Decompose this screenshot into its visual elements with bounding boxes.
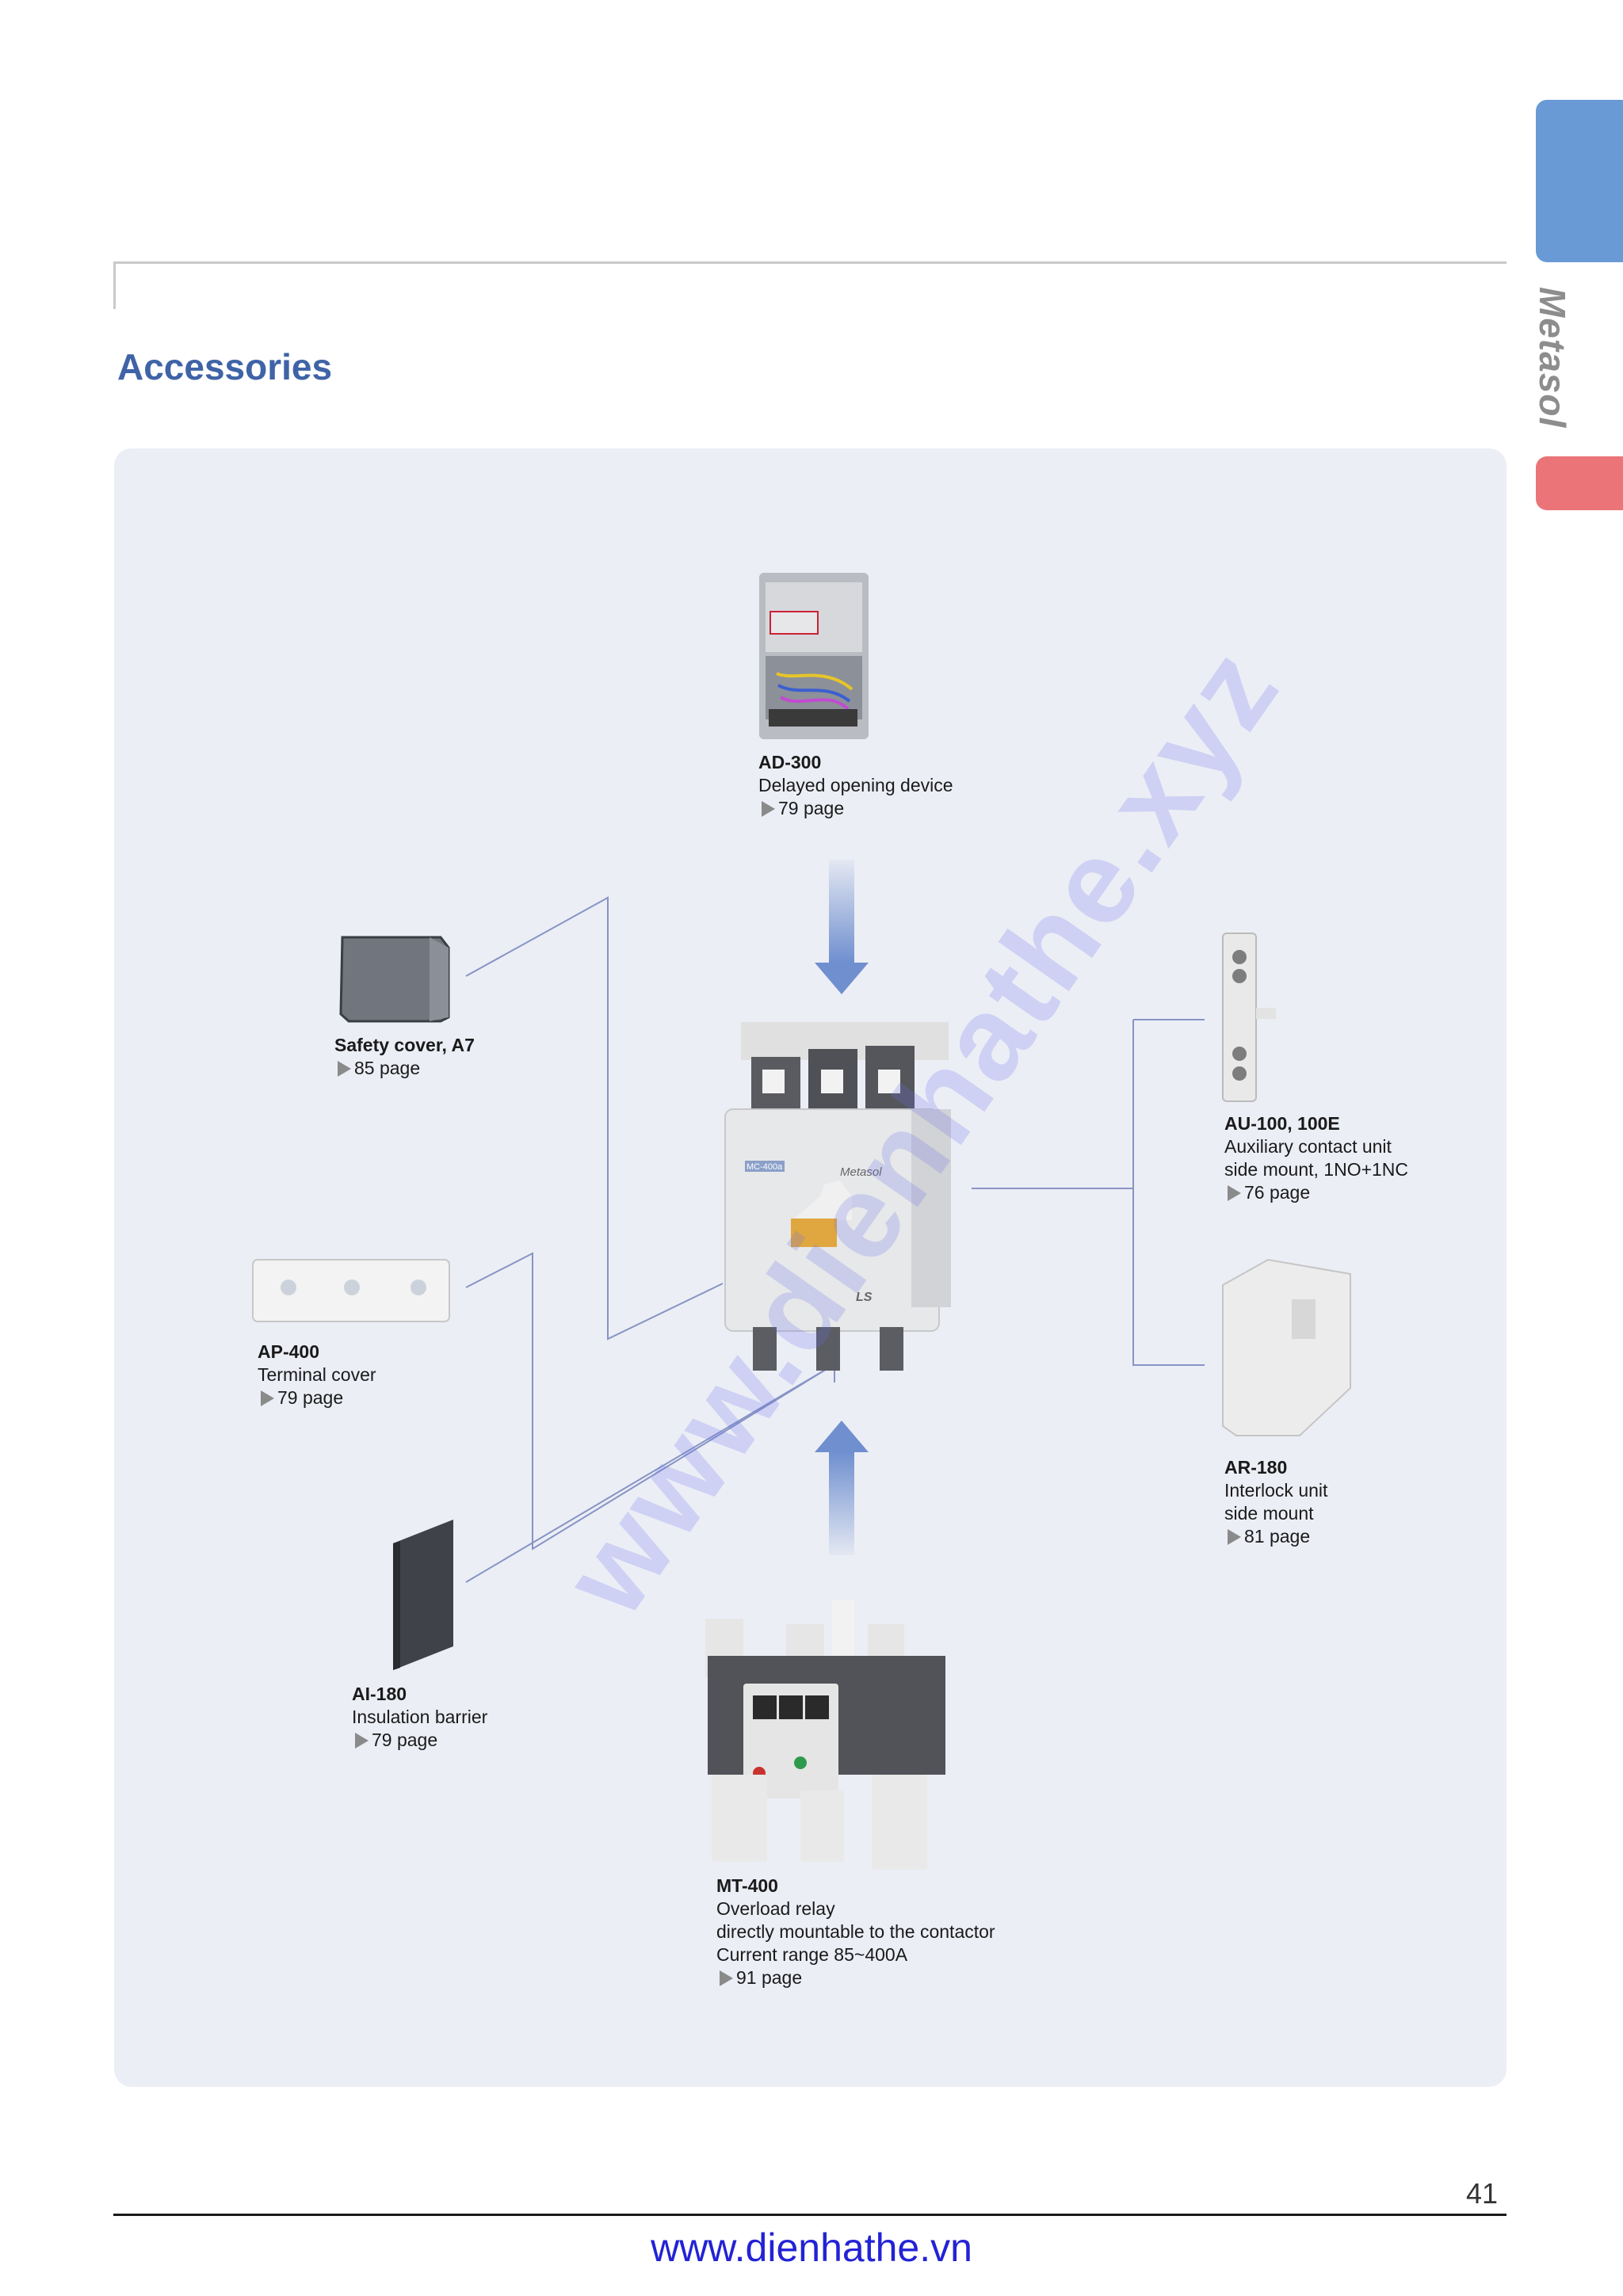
arrow-down-icon <box>815 860 869 994</box>
mt-400-desc-3: Current range 85~400A <box>716 1944 908 1965</box>
mt-400-desc-1: Overload relay <box>716 1898 835 1919</box>
ar-180-desc-2: side mount <box>1224 1503 1314 1524</box>
ap-400-label: AP-400 Terminal cover 79 page <box>258 1341 376 1409</box>
mt-400-desc-2: directly mountable to the contactor <box>716 1921 995 1942</box>
contactor-model-plate: MC-400a <box>747 1162 783 1172</box>
header-rule-tick <box>113 261 116 309</box>
side-tab-red <box>1536 456 1623 510</box>
page-arrow-icon <box>1228 1184 1241 1201</box>
ai-180-desc: Insulation barrier <box>352 1707 488 1727</box>
side-tab-blue <box>1536 100 1623 262</box>
ar-180-model: AR-180 <box>1224 1457 1288 1478</box>
ap-400-model: AP-400 <box>258 1341 319 1362</box>
ar-180-interlock-image <box>1222 1258 1351 1436</box>
ar-180-desc-1: Interlock unit <box>1224 1480 1328 1501</box>
page-ref-text: 79 page <box>277 1387 344 1408</box>
page-arrow-icon <box>1228 1528 1241 1545</box>
ad-300-page-ref[interactable]: 79 page <box>758 797 953 820</box>
ap-400-page-ref[interactable]: 79 page <box>258 1386 376 1409</box>
safety-cover-model: Safety cover, A7 <box>334 1035 475 1055</box>
ad-300-device-image <box>759 573 869 739</box>
ai-180-page-ref[interactable]: 79 page <box>352 1729 487 1752</box>
au-100-model: AU-100, 100E <box>1224 1113 1340 1134</box>
ar-180-label: AR-180 Interlock unit side mount 81 page <box>1224 1456 1327 1548</box>
section-title: Accessories <box>117 346 333 387</box>
footer-rule <box>113 2214 1507 2216</box>
au-100-aux-contact-image <box>1222 933 1276 1102</box>
page-arrow-icon <box>261 1390 274 1406</box>
arrow-up-icon <box>815 1421 869 1555</box>
au-100-desc-1: Auxiliary contact unit <box>1224 1136 1392 1157</box>
ai-180-label: AI-180 Insulation barrier 79 page <box>352 1683 487 1752</box>
contactor-image: Metasol MC-400a LS <box>724 1022 951 1371</box>
au-100-desc-2: side mount, 1NO+1NC <box>1224 1159 1409 1180</box>
header-rule <box>113 261 1507 264</box>
ad-300-label: AD-300 Delayed opening device 79 page <box>758 751 953 820</box>
ai-180-model: AI-180 <box>352 1684 407 1704</box>
ap-400-terminal-cover-image <box>252 1259 450 1322</box>
ar-180-page-ref[interactable]: 81 page <box>1224 1525 1327 1548</box>
safety-cover-image <box>339 936 450 1023</box>
page-arrow-icon <box>762 800 775 817</box>
footer-url-link[interactable]: www.dienhathe.vn <box>651 2225 972 2270</box>
au-100-page-ref[interactable]: 76 page <box>1224 1181 1408 1204</box>
ls-logo: LS <box>856 1291 873 1304</box>
mt-400-label: MT-400 Overload relay directly mountable… <box>716 1875 995 1989</box>
ad-300-model: AD-300 <box>758 752 822 772</box>
contactor-brand-text: Metasol <box>840 1165 882 1179</box>
page-ref-text: 85 page <box>354 1058 421 1078</box>
au-100-label: AU-100, 100E Auxiliary contact unit side… <box>1224 1112 1408 1204</box>
safety-cover-page-ref[interactable]: 85 page <box>334 1057 475 1080</box>
page-ref-text: 81 page <box>1244 1526 1311 1547</box>
page-ref-text: 91 page <box>736 1967 803 1988</box>
mt-400-model: MT-400 <box>716 1875 778 1896</box>
safety-cover-label: Safety cover, A7 85 page <box>334 1034 475 1080</box>
side-tab-label: Metasol <box>1532 287 1573 429</box>
page-arrow-icon <box>720 1970 733 1986</box>
page-ref-text: 79 page <box>778 798 845 818</box>
mt-400-relay-image <box>705 1600 945 1870</box>
ap-400-desc: Terminal cover <box>258 1364 376 1385</box>
ai-180-barrier-image <box>393 1520 453 1670</box>
page-arrow-icon <box>338 1060 351 1077</box>
page-number: 41 <box>1466 2177 1499 2210</box>
page-arrow-icon <box>355 1732 369 1749</box>
page-ref-text: 79 page <box>372 1730 438 1750</box>
ad-300-desc: Delayed opening device <box>758 775 953 795</box>
page-ref-text: 76 page <box>1244 1182 1311 1203</box>
mt-400-page-ref[interactable]: 91 page <box>716 1966 995 1989</box>
